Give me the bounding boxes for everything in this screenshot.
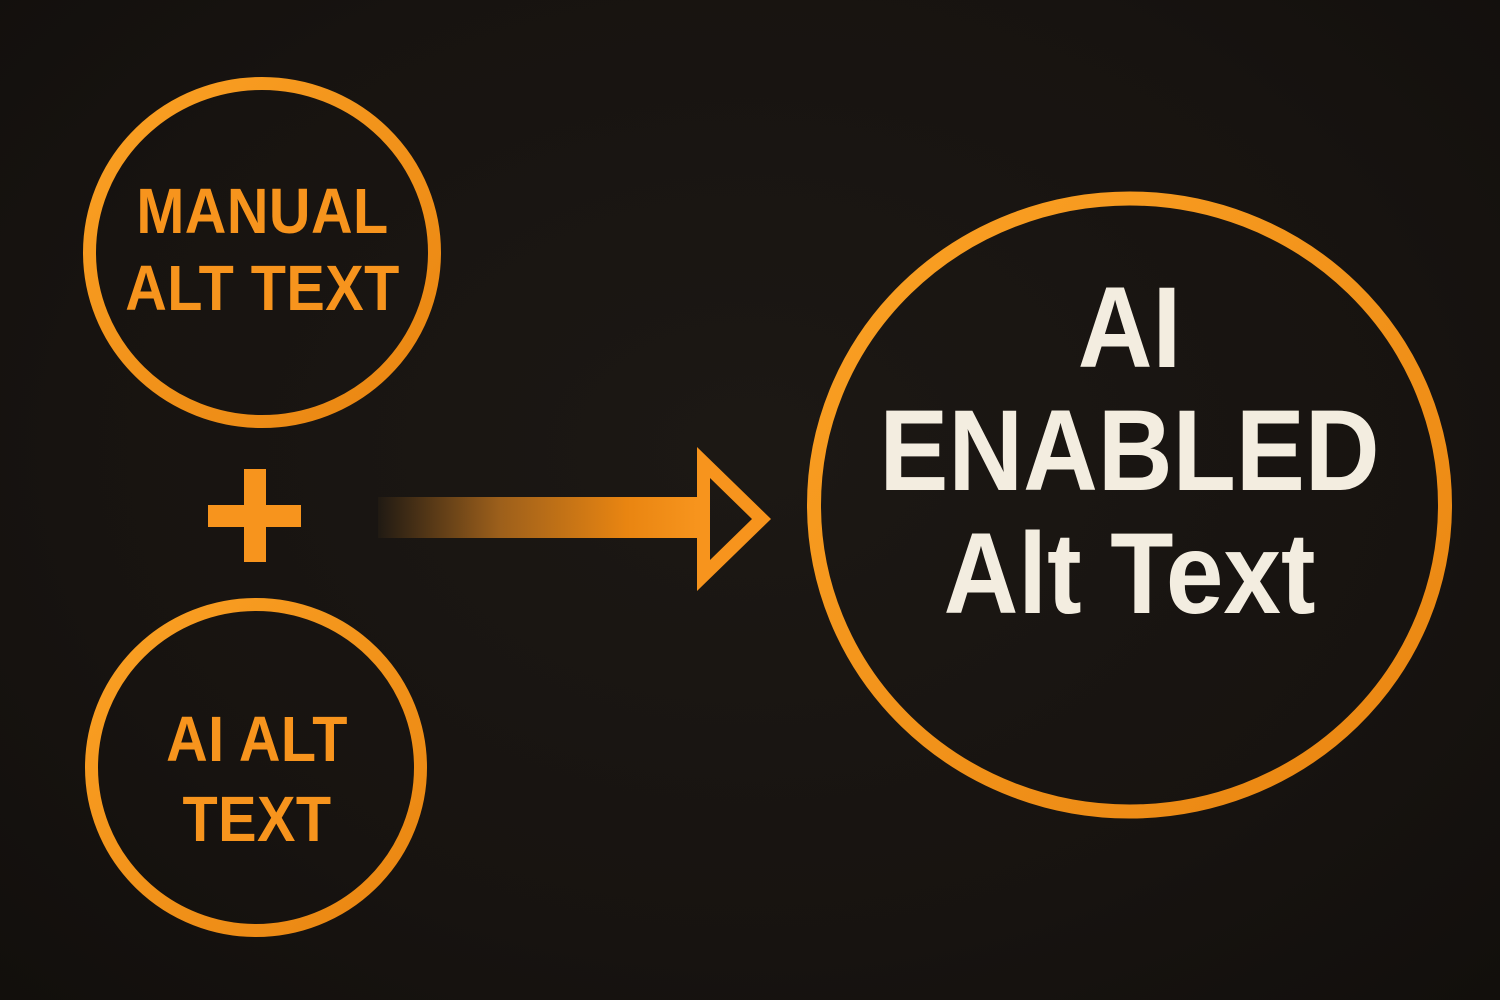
arrow-right-icon: [378, 447, 771, 591]
ai-circle-outline: [85, 598, 427, 937]
arrow-head: [697, 447, 771, 591]
plus-icon: [208, 469, 301, 562]
result-circle-outline: [807, 191, 1452, 819]
arrow-shaft: [378, 497, 697, 538]
manual-circle-outline: [83, 77, 441, 428]
